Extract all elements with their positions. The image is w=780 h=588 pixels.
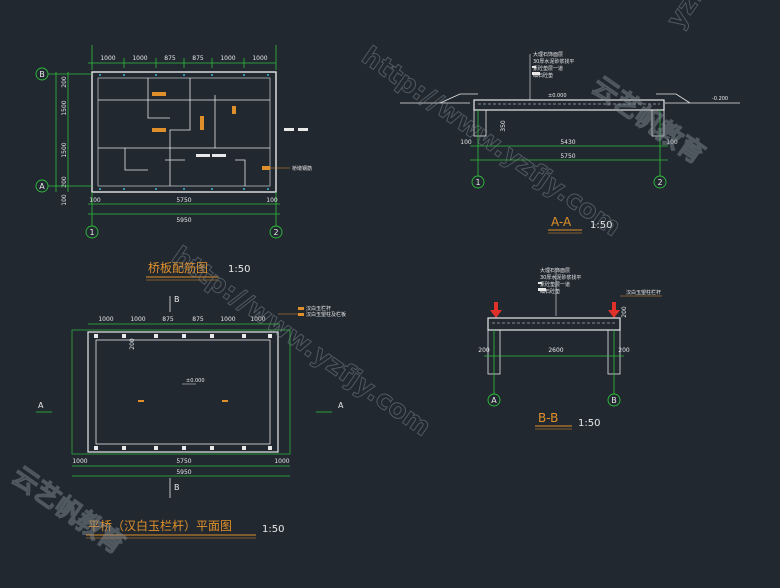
pb-dim-bottom-right: 1000: [274, 458, 289, 465]
plan-rebar-view: 1000 1000 875 875 1000 1000: [35, 45, 312, 281]
pb-dim-top-2: 1000: [130, 316, 145, 323]
dim-bottom-left: 100: [89, 197, 101, 204]
aa-axis-2: 2: [657, 178, 662, 187]
bb-dim-left: 200: [478, 347, 490, 354]
dim-top-1: 1000: [100, 55, 115, 62]
aa-note-1: 大理石饰面层: [533, 51, 563, 58]
dim-left-1: 200: [61, 76, 68, 88]
aa-scale: 1:50: [590, 220, 612, 231]
pb-dim-bottom-outer: 5950: [176, 469, 191, 476]
svg-text:200: 200: [129, 338, 136, 350]
bb-note-3: 素砼垫层一道: [540, 281, 570, 288]
watermark-5: 云艺帆教育: [6, 460, 130, 560]
bb-dim-right: 200: [618, 347, 630, 354]
watermark-1: http://www.yzfjy.com: [356, 41, 626, 243]
aa-dim-outer: 5750: [560, 153, 575, 160]
pb-dim-top-3: 875: [162, 316, 174, 323]
watermark-3: yzfjy.com: [661, 0, 764, 34]
section-bb-view: 大理石饰面层 30厚水泥砂浆找平 素砼垫层一道 细石砼垫 汉白玉望柱栏杆 200…: [478, 267, 662, 430]
plan-top-scale: 1:50: [228, 264, 250, 275]
dim-top-4: 875: [192, 55, 204, 62]
plan-note: 桥墩钢筋: [292, 165, 312, 172]
bb-dim-mid: 2600: [548, 347, 563, 354]
dim-left-6: 200: [61, 176, 68, 188]
pb-dim-top-4: 875: [192, 316, 204, 323]
section-aa-view: 大理石饰面层 30厚水泥砂浆找平 素砼垫层一道 细石砼垫 ±0.000 -0.2…: [400, 51, 740, 234]
aa-elev-left: ±0.000: [548, 93, 567, 99]
axis-2-bubble: 2: [273, 228, 278, 237]
aa-note-2: 30厚水泥砂浆找平: [533, 58, 574, 65]
pb-dim-top-5: 1000: [220, 316, 235, 323]
dim-left-5: 100: [61, 194, 68, 206]
aa-dim-mid: 5430: [560, 139, 575, 146]
plan-top-title: 桥板配筋图: [148, 260, 208, 275]
aa-note-4: 细石砼垫: [533, 72, 553, 79]
plan-bottom-scale: 1:50: [262, 524, 284, 535]
dim-top-5: 1000: [220, 55, 235, 62]
aa-title: A-A: [551, 215, 572, 229]
dim-bottom-mid: 5750: [176, 197, 191, 204]
aa-elev-right: -0.200: [712, 96, 728, 102]
bb-note-4: 细石砼垫: [540, 288, 560, 295]
dim-bottom-right: 100: [266, 197, 278, 204]
plan-bottom-title: 平桥（汉白玉栏杆）平面图: [88, 518, 232, 533]
pb-dim-top-6: 1000: [250, 316, 265, 323]
pb-dim-bottom-left: 1000: [72, 458, 87, 465]
watermark-4: http://www.yzfjy.com: [166, 241, 436, 443]
axis-1-bubble: 1: [89, 228, 94, 237]
aa-dim-left: 100: [460, 139, 472, 146]
a-label-left: A: [38, 401, 44, 410]
bb-note-2: 30厚水泥砂浆找平: [540, 274, 581, 281]
axis-a-bubble: A: [39, 182, 45, 191]
dim-top-3: 875: [164, 55, 176, 62]
bb-scale: 1:50: [578, 418, 600, 429]
pb-dim-bottom-mid: 5750: [176, 458, 191, 465]
bb-axis-a: A: [491, 396, 497, 405]
dim-left-4: 1500: [61, 142, 68, 157]
aa-note-3: 素砼垫层一道: [533, 65, 563, 72]
dim-left-3: 1500: [61, 100, 68, 115]
watermark-2: 云艺帆教育: [586, 70, 710, 170]
pb-note-1: 汉白玉栏杆: [306, 305, 331, 312]
pb-dim-top-1: 1000: [98, 316, 113, 323]
aa-dim-h: 350: [500, 120, 507, 132]
a-label-right: A: [338, 401, 344, 410]
svg-text:200: 200: [621, 306, 628, 318]
b-label-top: B: [174, 295, 180, 304]
plan-bridge-view: B 1000 1000 875 875 1000 1000 ±0.000 200…: [36, 295, 346, 539]
aa-axis-1: 1: [475, 178, 480, 187]
dim-top-6: 1000: [252, 55, 267, 62]
aa-dim-right: 100: [666, 139, 678, 146]
bb-right-note: 汉白玉望柱栏杆: [626, 289, 661, 296]
bb-note-1: 大理石饰面层: [540, 267, 570, 274]
bb-axis-b: B: [611, 396, 617, 405]
b-label-bottom: B: [174, 483, 180, 492]
dim-top-2: 1000: [132, 55, 147, 62]
pb-elev: ±0.000: [186, 378, 205, 384]
bb-title: B-B: [538, 411, 558, 425]
pb-note-2: 汉白玉望柱及栏板: [306, 311, 346, 318]
dim-bottom-outer: 5950: [176, 217, 191, 224]
axis-b-bubble: B: [39, 70, 45, 79]
